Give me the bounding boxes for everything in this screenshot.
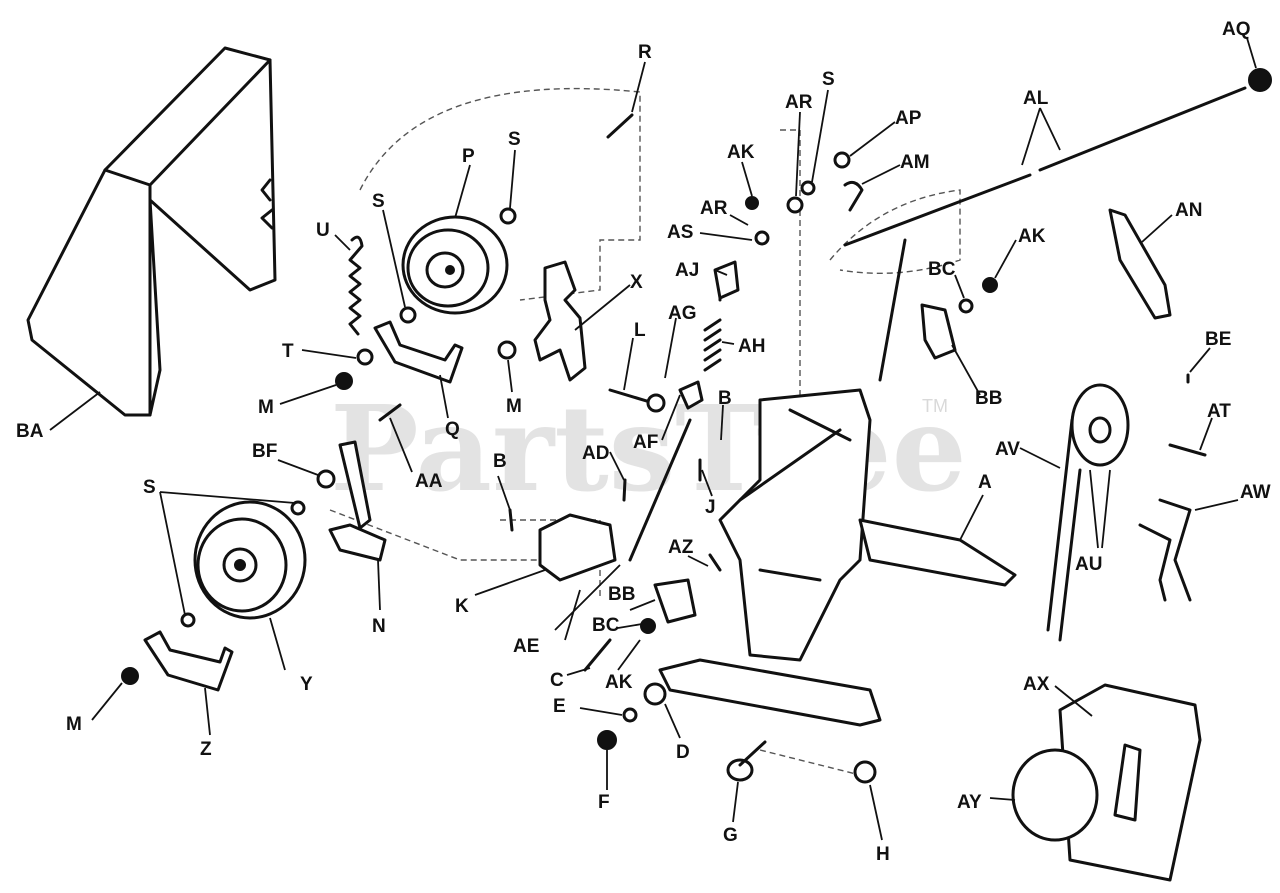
watermark-trademark: TM	[922, 396, 948, 416]
control-rods-part	[608, 86, 1247, 562]
label-bb: BB	[975, 388, 1002, 409]
label-f: F	[598, 792, 610, 813]
label-s: S	[143, 477, 156, 498]
label-h: H	[876, 844, 890, 865]
label-m: M	[66, 714, 82, 735]
label-ag: AG	[668, 303, 697, 324]
hardware-parts	[121, 68, 1272, 784]
label-m: M	[258, 397, 274, 418]
label-q: Q	[445, 419, 460, 440]
label-bc: BC	[592, 615, 620, 636]
label-as: AS	[667, 222, 693, 243]
label-d: D	[676, 742, 690, 763]
leader-lines	[49, 37, 1257, 841]
label-aw: AW	[1240, 482, 1271, 503]
label-be: BE	[1205, 329, 1231, 350]
label-j: J	[705, 497, 716, 518]
label-s: S	[822, 69, 835, 90]
label-g: G	[723, 825, 738, 846]
drive-belt-pulley-part	[1046, 383, 1130, 642]
label-am: AM	[900, 152, 930, 173]
part-labels: R AQ S AR AL AP AK AM P S AR AS AN AK U …	[16, 19, 1271, 865]
label-al: AL	[1023, 88, 1049, 109]
label-b: B	[493, 451, 507, 472]
idler-arm-part	[328, 403, 402, 562]
label-bb: BB	[608, 584, 635, 605]
label-ad: AD	[582, 443, 609, 464]
belt-cover-part	[26, 46, 277, 417]
label-az: AZ	[668, 537, 694, 558]
spring-part	[348, 235, 364, 336]
label-ay: AY	[957, 792, 982, 813]
label-ak: AK	[727, 142, 755, 163]
label-ar: AR	[700, 198, 728, 219]
chute-part	[1011, 683, 1202, 882]
label-z: Z	[200, 739, 212, 760]
label-ak: AK	[1018, 226, 1046, 247]
label-at: AT	[1207, 401, 1231, 422]
label-aq: AQ	[1222, 19, 1251, 40]
label-ar: AR	[785, 92, 813, 113]
label-a: A	[978, 472, 992, 493]
label-ak: AK	[605, 672, 633, 693]
label-ba: BA	[16, 421, 44, 442]
label-bc: BC	[928, 259, 956, 280]
label-ah: AH	[738, 336, 765, 357]
label-aj: AJ	[675, 260, 699, 281]
main-frame-part	[658, 388, 1017, 727]
bracket-an-part	[1108, 208, 1172, 320]
label-aa: AA	[415, 471, 443, 492]
label-an: AN	[1175, 200, 1202, 221]
lower-pulley-part	[193, 500, 307, 620]
label-ax: AX	[1023, 674, 1050, 695]
label-n: N	[372, 616, 386, 637]
label-af: AF	[633, 432, 658, 453]
label-bf: BF	[252, 441, 277, 462]
label-r: R	[638, 42, 652, 63]
label-p: P	[462, 146, 475, 167]
bracket-bb-part	[653, 303, 957, 624]
bracket-q-part	[373, 320, 464, 384]
label-b: B	[718, 388, 732, 409]
label-e: E	[553, 696, 566, 717]
label-av: AV	[995, 439, 1020, 460]
label-ae: AE	[513, 636, 539, 657]
label-ap: AP	[895, 108, 922, 129]
bracket-z-part	[143, 630, 234, 692]
wire-spring-part	[1138, 498, 1192, 602]
label-x: X	[630, 272, 643, 293]
label-y: Y	[300, 674, 313, 695]
label-k: K	[455, 596, 469, 617]
upper-pulley-part	[401, 215, 509, 315]
label-s: S	[372, 191, 385, 212]
label-au: AU	[1075, 554, 1102, 575]
bracket-x-part	[533, 260, 587, 382]
label-s: S	[508, 129, 521, 150]
label-c: C	[550, 670, 564, 691]
label-u: U	[316, 220, 330, 241]
bracket-k-part	[538, 513, 617, 582]
label-t: T	[282, 341, 294, 362]
label-l: L	[634, 320, 646, 341]
label-m: M	[506, 396, 522, 417]
